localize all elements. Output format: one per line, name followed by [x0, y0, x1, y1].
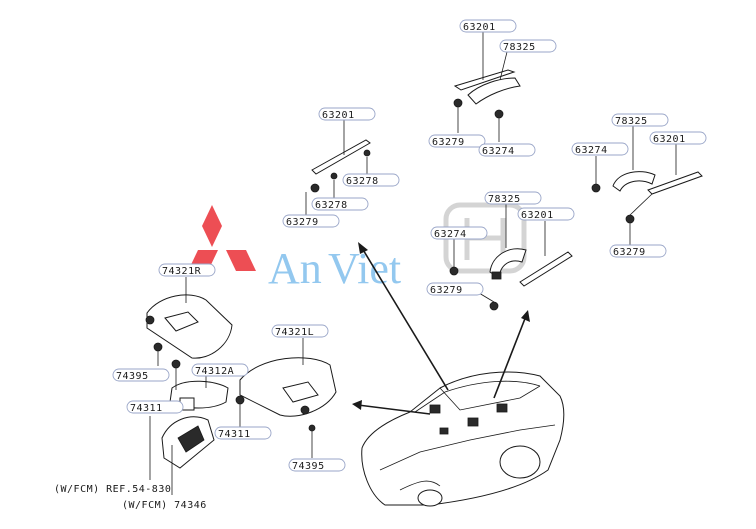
part-label: 63274 [575, 145, 608, 156]
rearview-mirror [149, 359, 245, 495]
part-label: 74321L [275, 327, 314, 338]
part-label: 74311 [218, 429, 251, 440]
watermark-text-a: An [268, 244, 322, 293]
grab-handle-top [453, 32, 521, 142]
part-label: 74311 [130, 403, 163, 414]
part-label-ref: (W/FCM) 74346 [122, 500, 207, 511]
part-label: 63279 [432, 137, 465, 148]
bracket-mid [305, 120, 371, 215]
watermark: An Viet [188, 202, 527, 293]
arrows [352, 242, 530, 415]
part-label: 63201 [653, 134, 686, 145]
grab-handle-right [591, 126, 703, 245]
part-label: 63201 [463, 22, 496, 33]
part-label: 74321R [162, 266, 202, 277]
part-labels: 63201 78325 63279 63274 63201 63278 6327… [54, 19, 707, 511]
arrow-to-visor [357, 404, 431, 415]
part-label: 63201 [521, 210, 554, 221]
part-label-ref: (W/FCM) REF.54-830 [54, 484, 171, 495]
car-outline [361, 371, 565, 507]
arrow-to-bracket [361, 247, 449, 391]
arrow-to-handle [493, 315, 527, 399]
part-label: 63278 [315, 200, 348, 211]
part-label: 74312A [195, 366, 234, 377]
sun-visor-right [145, 277, 233, 366]
sun-visor-left [239, 338, 337, 458]
part-label: 78325 [503, 42, 536, 53]
part-label: 78325 [488, 194, 521, 205]
part-label: 63279 [430, 285, 463, 296]
part-label: 63274 [482, 146, 515, 157]
three-diamond-logo [188, 205, 256, 271]
part-label: 74395 [116, 371, 149, 382]
part-label: 78325 [615, 116, 648, 127]
part-label: 74395 [292, 461, 325, 472]
part-label: 63274 [434, 229, 467, 240]
part-label: 63201 [322, 110, 355, 121]
part-label: 63279 [613, 247, 646, 258]
part-label: 63279 [286, 217, 319, 228]
part-label: 63278 [346, 176, 379, 187]
